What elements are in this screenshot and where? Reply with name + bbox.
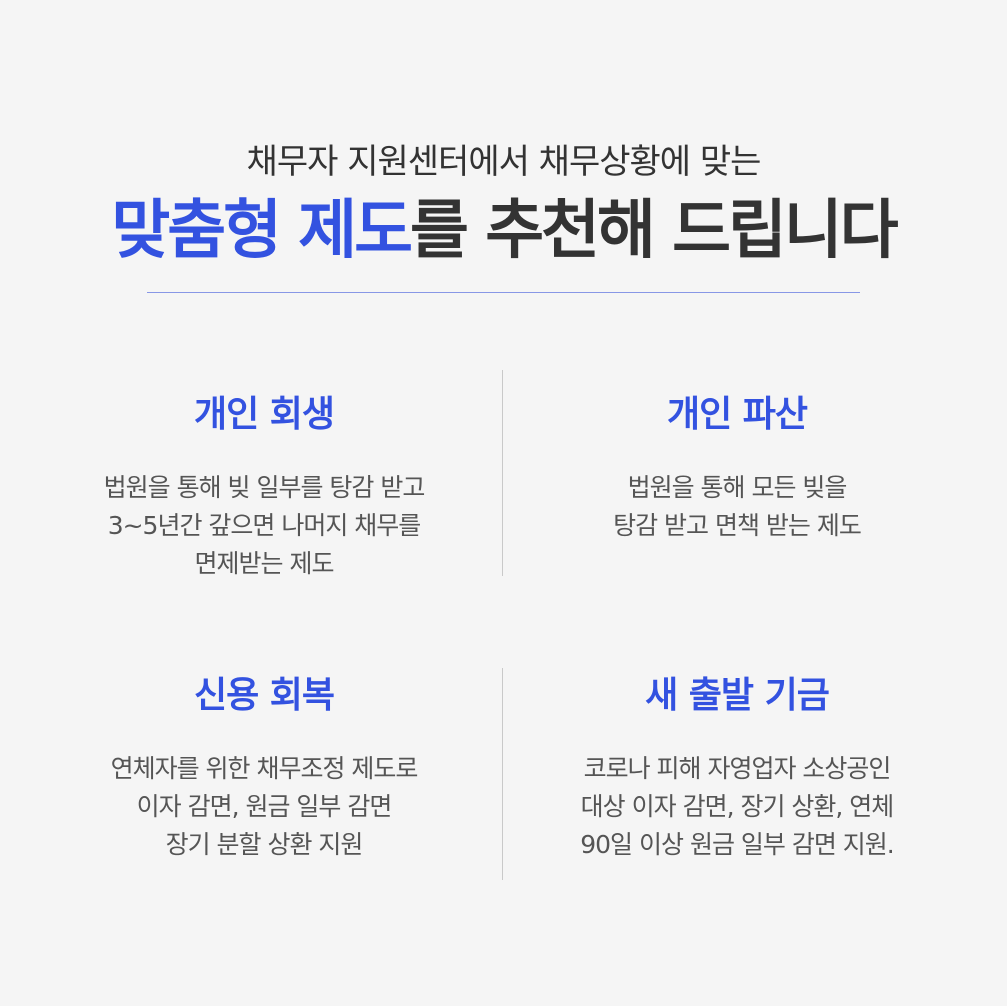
card-description: 법원을 통해 모든 빚을 탕감 받고 면책 받는 제도 <box>527 469 947 545</box>
column-divider-bottom <box>502 668 503 880</box>
page-title-rest: 를 추천해 드립니다 <box>410 194 899 268</box>
program-card-personal-bankruptcy: 개인 파산 법원을 통해 모든 빚을 탕감 받고 면책 받는 제도 <box>527 393 947 545</box>
page-title: 맞춤형 제도를 추천해 드립니다 <box>0 192 1007 270</box>
card-description: 코로나 피해 자영업자 소상공인 대상 이자 감면, 장기 상환, 연체 90일… <box>527 750 947 864</box>
card-title: 새 출발 기금 <box>645 675 830 716</box>
card-title: 개인 파산 <box>666 394 808 435</box>
card-description-line: 연체자를 위한 채무조정 제도로 <box>110 754 419 783</box>
card-description-line: 90일 이상 원금 일부 감면 지원. <box>580 830 895 859</box>
card-description-line: 장기 분할 상환 지원 <box>165 830 364 859</box>
program-card-fresh-start-fund: 새 출발 기금 코로나 피해 자영업자 소상공인 대상 이자 감면, 장기 상환… <box>527 674 947 864</box>
card-description-line: 법원을 통해 모든 빚을 <box>627 473 848 502</box>
page-title-accent: 맞춤형 제도 <box>111 194 413 268</box>
card-title: 개인 회생 <box>193 394 335 435</box>
card-description-line: 면제받는 제도 <box>194 549 335 578</box>
card-title: 신용 회복 <box>193 675 335 716</box>
card-description-line: 이자 감면, 원금 일부 감면 <box>136 792 393 821</box>
title-divider <box>147 292 860 293</box>
card-description-line: 탕감 받고 면책 받는 제도 <box>613 511 862 540</box>
card-description-line: 대상 이자 감면, 장기 상환, 연체 <box>580 792 895 821</box>
page-subtitle: 채무자 지원센터에서 채무상황에 맞는 <box>246 142 762 182</box>
program-card-credit-recovery: 신용 회복 연체자를 위한 채무조정 제도로 이자 감면, 원금 일부 감면 장… <box>54 674 474 864</box>
program-card-personal-rehabilitation: 개인 회생 법원을 통해 빚 일부를 탕감 받고 3~5년간 갚으면 나머지 채… <box>54 393 474 583</box>
card-description-line: 코로나 피해 자영업자 소상공인 <box>583 754 892 783</box>
card-description-line: 3~5년간 갚으면 나머지 채무를 <box>107 511 422 540</box>
card-description: 법원을 통해 빚 일부를 탕감 받고 3~5년간 갚으면 나머지 채무를 면제받… <box>54 469 474 583</box>
column-divider-top <box>502 370 503 576</box>
card-description: 연체자를 위한 채무조정 제도로 이자 감면, 원금 일부 감면 장기 분할 상… <box>54 750 474 864</box>
card-description-line: 법원을 통해 빚 일부를 탕감 받고 <box>103 473 426 502</box>
